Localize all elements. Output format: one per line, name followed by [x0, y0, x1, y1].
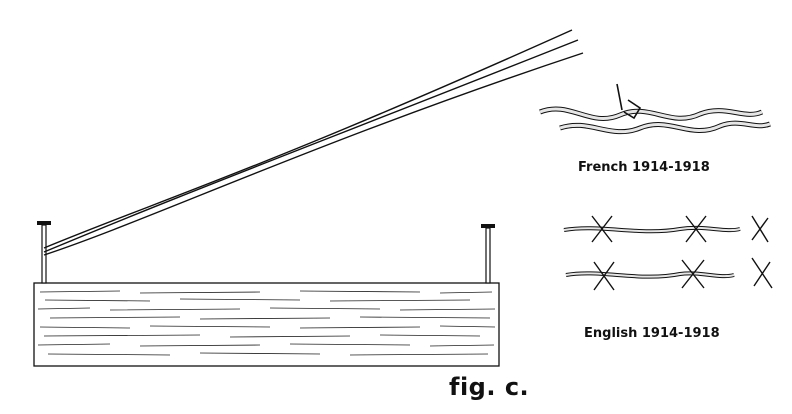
english-wire-label: English 1914-1918 — [584, 326, 720, 341]
figure-caption: fig. c. — [449, 373, 530, 401]
english-wire-top — [563, 215, 769, 243]
french-wire-illustration — [539, 83, 771, 135]
french-wire-label: French 1914-1918 — [578, 160, 710, 175]
wooden-plank — [33, 282, 500, 367]
right-post — [481, 224, 495, 284]
sweeping-wires — [43, 29, 584, 256]
english-wire-bottom — [565, 257, 773, 291]
